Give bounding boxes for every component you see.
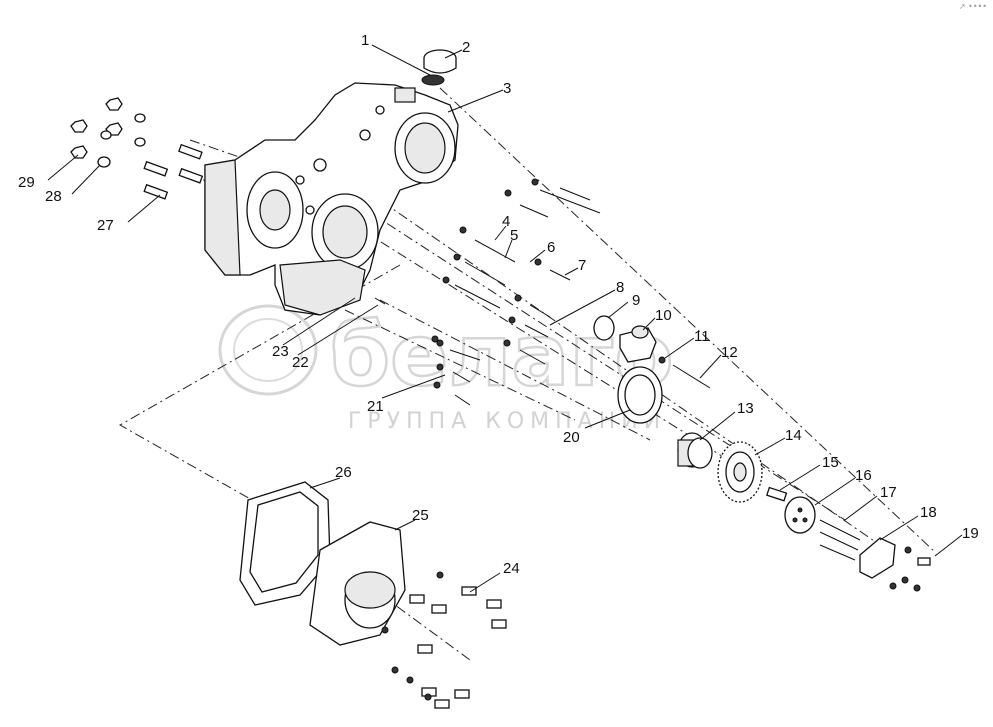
callout-7: 7 (578, 257, 586, 274)
watermark-logo-ring (218, 304, 318, 396)
callout-28: 28 (45, 188, 62, 205)
callout-25: 25 (412, 507, 429, 524)
seal-and-fitting (593, 315, 711, 389)
filler-cap (421, 49, 457, 86)
callout-8: 8 (616, 279, 624, 296)
callout-11: 11 (694, 328, 710, 345)
callout-10: 10 (655, 307, 672, 324)
housing-bolts (374, 178, 601, 406)
corner-mark: ↗ •••• (958, 2, 987, 11)
callout-15: 15 (822, 454, 839, 471)
gear-housing (204, 82, 459, 316)
gear-assembly (677, 432, 931, 592)
callout-22: 22 (292, 354, 309, 371)
callout-16: 16 (855, 467, 872, 484)
leader-lines (47, 44, 963, 593)
callout-14: 14 (785, 427, 802, 444)
watermark: белаго ГРУППА КОМПАНИЙ (218, 304, 675, 434)
callout-1: 1 (361, 32, 369, 49)
callout-26: 26 (335, 464, 352, 481)
callout-19: 19 (962, 525, 979, 542)
front-cover (309, 521, 507, 709)
nut-washer-row-1 (105, 97, 146, 123)
callout-9: 9 (632, 292, 640, 309)
callout-21: 21 (367, 398, 384, 415)
callout-18: 18 (920, 504, 937, 521)
watermark-brand: белаго (330, 306, 673, 406)
callout-3: 3 (503, 80, 511, 97)
callout-23: 23 (272, 343, 289, 360)
cover-gasket (239, 481, 331, 606)
callout-20: 20 (563, 429, 580, 446)
callout-12: 12 (721, 344, 738, 361)
callout-27: 27 (97, 217, 114, 234)
callout-4: 4 (502, 213, 510, 230)
oil-seal-ring (617, 366, 663, 424)
callout-24: 24 (503, 560, 520, 577)
nut-washer-row-3 (70, 145, 111, 168)
watermark-logo-ring-inner (233, 318, 303, 382)
callout-13: 13 (737, 400, 754, 417)
callout-17: 17 (880, 484, 897, 501)
callout-29: 29 (18, 174, 35, 191)
callout-2: 2 (462, 39, 470, 56)
watermark-subtitle: ГРУППА КОМПАНИЙ (348, 408, 666, 434)
callout-6: 6 (547, 239, 555, 256)
callout-5: 5 (510, 227, 518, 244)
nut-washer-row-2 (70, 119, 146, 147)
left-studs-nuts (70, 97, 204, 200)
callout-labels: 1 2 3 4 5 6 7 8 9 10 11 12 13 14 15 16 1… (18, 32, 979, 577)
